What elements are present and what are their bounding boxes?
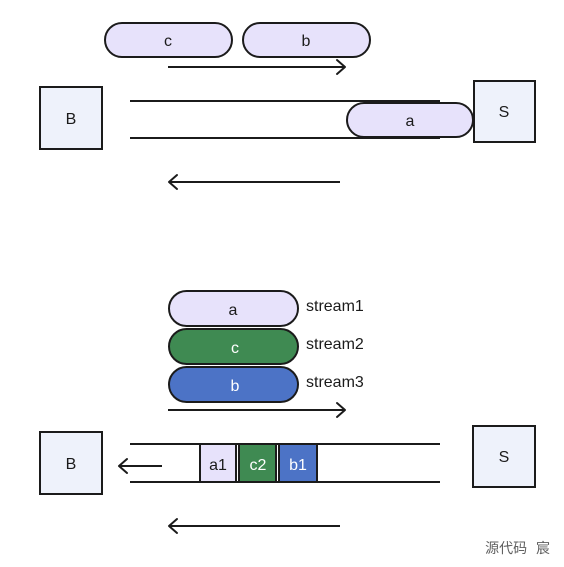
queued-request-b: b [242,22,371,58]
frame-b1-label: b1 [289,457,307,474]
bottom-browser-node: B [39,431,103,495]
frames-to-browser-arrow-icon [118,458,162,474]
top-browser-node: B [39,86,103,150]
top-response-arrow-icon [168,174,340,190]
stream-1-request-label: a [229,302,238,319]
top-browser-label: B [66,111,77,128]
bottom-request-arrow-icon [168,402,346,418]
bottom-browser-label: B [66,456,77,473]
top-server-label: S [499,104,510,121]
bottom-server-label: S [499,449,510,466]
bottom-diagram: a stream1 c stream2 b stream3 B [39,290,536,534]
queued-request-c: c [104,22,233,58]
bottom-server-node: S [472,425,536,488]
stream-3-request-label: b [231,378,240,395]
top-server-node: S [473,80,536,143]
queued-request-b-label: b [302,33,311,50]
in-flight-request-a-label: a [406,113,415,130]
frame-a1-label: a1 [209,457,227,474]
bottom-response-arrow-icon [168,518,340,534]
frame-c2-label: c2 [250,457,267,474]
watermark: 源代码 宸 [485,540,550,557]
stream-3-name: stream3 [306,374,364,391]
stream-3: b stream3 [168,366,364,403]
stream-2-name: stream2 [306,336,364,353]
stream-1-name: stream1 [306,298,364,315]
in-flight-request-a: a [346,102,474,138]
top-diagram: c b B a S [39,22,536,190]
stream-2: c stream2 [168,328,364,365]
top-request-arrow-icon [168,59,346,75]
queued-request-c-label: c [164,33,172,50]
frame-b1: b1 [278,443,318,483]
frame-a1: a1 [199,443,237,483]
stream-1: a stream1 [168,290,364,327]
frame-c2: c2 [238,443,277,483]
stream-2-request-label: c [231,340,239,357]
